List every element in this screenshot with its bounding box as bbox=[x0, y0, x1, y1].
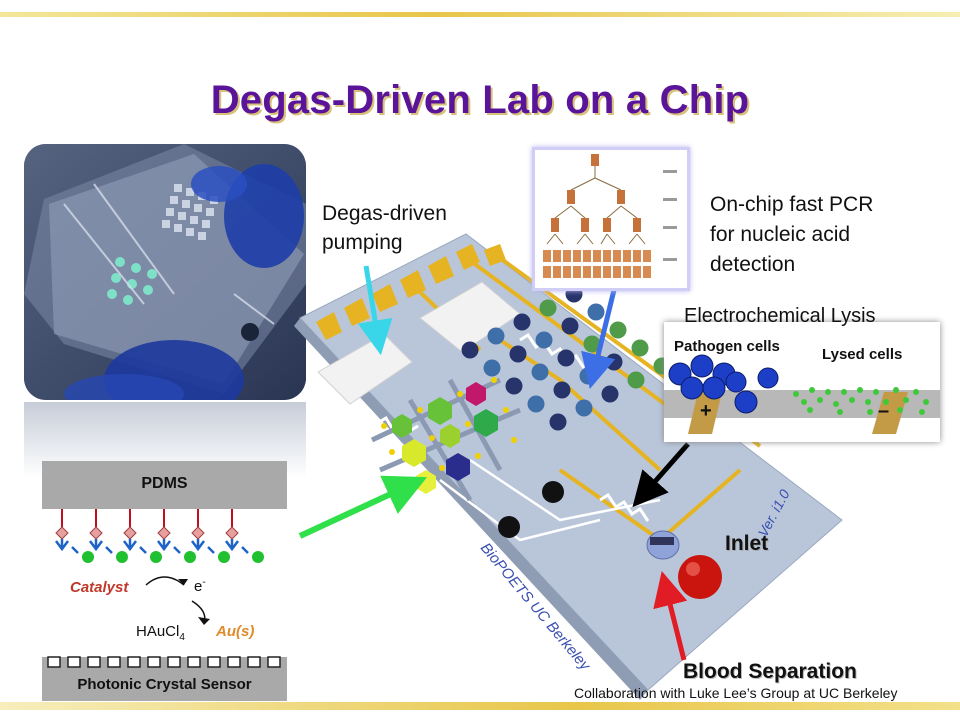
degas-arrow bbox=[357, 265, 393, 356]
inlet-label: Inlet bbox=[725, 532, 769, 555]
pcr-tree-image bbox=[532, 147, 690, 291]
collaboration-note: Collaboration with Luke Lee’s Group at U… bbox=[574, 685, 898, 701]
electron-label: e- bbox=[194, 577, 206, 595]
degas-label: Degas-driven pumping bbox=[322, 202, 447, 254]
haucl4-label: HAuCl4 bbox=[136, 623, 185, 643]
lysis-panel: Pathogen cells Lysed cells + – bbox=[664, 322, 940, 442]
chip-photo bbox=[24, 144, 306, 400]
bottom-accent-bar bbox=[0, 702, 960, 710]
lysed-label: Lysed cells bbox=[822, 346, 903, 363]
slide-title: Degas-Driven Lab on a Chip bbox=[210, 78, 750, 122]
pcr-label: On-chip fast PCR for nucleic acid detect… bbox=[710, 193, 874, 276]
au-label: Au(s) bbox=[216, 623, 255, 640]
sensor-diagram: PDMS Catalyst e- HAuCl4 Au(s) Photonic C… bbox=[42, 461, 287, 701]
pdms-label: PDMS bbox=[141, 475, 188, 492]
catalyst-label: Catalyst bbox=[70, 579, 129, 596]
minus-electrode-label: – bbox=[878, 400, 890, 422]
pcr-arrow bbox=[581, 289, 617, 390]
lysis-title: Electrochemical Lysis bbox=[684, 305, 876, 327]
photonic-crystal-label: Photonic Crystal Sensor bbox=[77, 676, 252, 693]
blood-separation-label: Blood Separation bbox=[683, 660, 857, 683]
blood-arrow bbox=[653, 571, 688, 661]
sensor-arrow bbox=[298, 475, 428, 539]
lysis-arrow bbox=[632, 442, 690, 508]
plus-electrode-label: + bbox=[700, 400, 712, 422]
top-accent-bar bbox=[0, 12, 960, 17]
pathogen-label: Pathogen cells bbox=[674, 338, 780, 355]
